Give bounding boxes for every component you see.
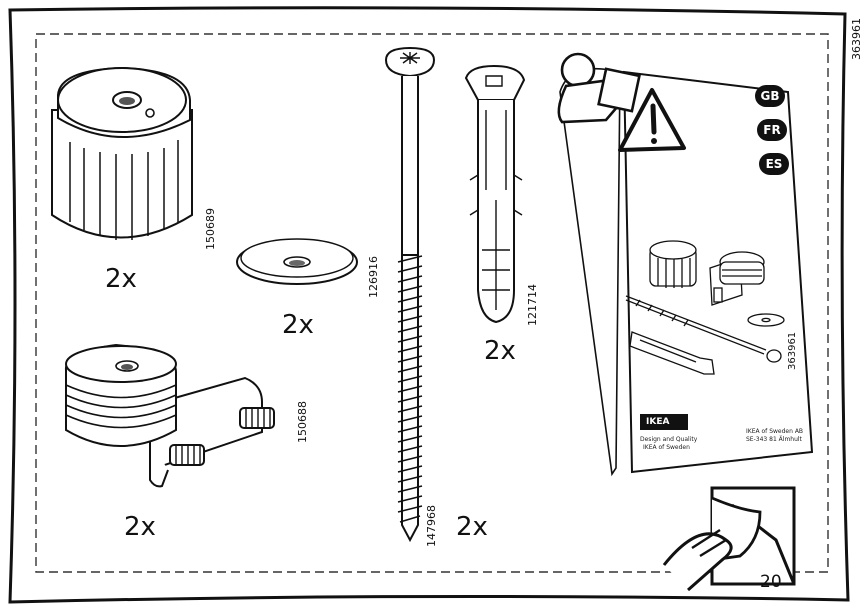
- leaflet-mini-washer: [747, 313, 785, 327]
- leaflet-address-line2: SE-343 81 Älmhult: [746, 436, 802, 443]
- leaflet-document-code: 363961: [787, 331, 798, 370]
- cap-quantity: 2x: [105, 264, 137, 294]
- washer-part-illustration: [236, 238, 358, 285]
- leaflet-mini-bracket: [709, 251, 765, 306]
- language-badge-fr: FR: [757, 119, 787, 141]
- leaflet-mini-screw: [625, 295, 782, 363]
- page-number: 20: [760, 572, 782, 592]
- leaflet-mini-cap: [649, 240, 697, 288]
- bracket-part-illustration: [64, 343, 275, 488]
- page-turn-hand-icon: [662, 486, 796, 592]
- screw-part-code: 147968: [425, 505, 438, 547]
- plug-quantity: 2x: [484, 336, 516, 366]
- language-badge-es: ES: [759, 153, 789, 175]
- inner-dashed-border: [35, 33, 829, 573]
- ikea-logo-box: [640, 414, 688, 430]
- plug-part-code: 121714: [526, 284, 539, 326]
- bracket-quantity: 2x: [124, 512, 156, 542]
- document-code: 363961: [850, 18, 863, 60]
- washer-quantity: 2x: [282, 310, 314, 340]
- plug-part-illustration: [464, 64, 526, 324]
- screw-part-illustration: [384, 46, 436, 543]
- outer-frame: [8, 6, 850, 604]
- leaflet-design-line2: IKEA of Sweden: [643, 444, 690, 451]
- language-badge-gb: GB: [755, 85, 785, 107]
- leaflet-mini-plug: [629, 331, 715, 375]
- leaflet-address-line1: IKEA of Sweden AB: [746, 428, 804, 435]
- ikea-logo-text: IKEA: [646, 417, 670, 427]
- bracket-part-code: 150688: [296, 401, 309, 443]
- washer-part-code: 126916: [367, 256, 380, 298]
- instruction-leaflet-illustration: [557, 52, 814, 477]
- cap-part-illustration: [51, 66, 193, 240]
- screw-quantity: 2x: [456, 512, 488, 542]
- cap-part-code: 150689: [204, 208, 217, 250]
- warning-triangle-icon: [618, 88, 686, 152]
- person-reading-icon: [557, 52, 641, 124]
- leaflet-design-line1: Design and Quality: [640, 436, 698, 443]
